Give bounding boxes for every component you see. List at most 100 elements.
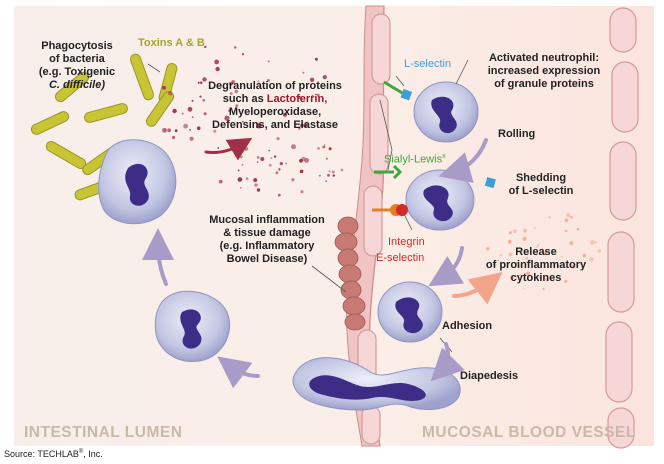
cytokine-dot — [589, 257, 594, 262]
granule-dot — [279, 162, 283, 166]
granule-dot — [325, 157, 328, 160]
e-selectin-label: E-selectin — [376, 252, 425, 264]
diapedesis-label: Diapedesis — [460, 370, 519, 382]
cytokine-dot — [570, 264, 575, 269]
granule-dot — [270, 157, 273, 160]
cytokine-dot — [513, 262, 516, 264]
granule-dot — [299, 158, 303, 163]
cytokine-dot — [560, 256, 563, 258]
cytokine-dot — [541, 248, 544, 251]
intestinal-lumen-label: INTESTINAL LUMEN — [24, 424, 183, 441]
granule-dot — [202, 77, 207, 82]
endothelial-cells — [605, 7, 639, 449]
granule-dot — [302, 71, 305, 74]
granule-dot — [256, 123, 262, 129]
integrin-label: Integrin — [388, 236, 425, 248]
granule-dot — [196, 126, 201, 130]
integrin-e-selectin-bond — [372, 204, 408, 216]
granule-dot — [275, 171, 279, 175]
granule-dot — [309, 77, 315, 83]
granule-dot — [267, 60, 270, 63]
granule-dot — [167, 90, 173, 96]
mucosal-inflammation-label: Mucosal inflammation & tissue damage (e.… — [209, 214, 325, 265]
granule-dot — [278, 168, 281, 171]
cytokine-dot — [570, 215, 573, 219]
granule-dot — [197, 81, 200, 84]
granule-dot — [291, 144, 296, 150]
granule-dot — [340, 168, 344, 172]
granule-dot — [260, 157, 265, 161]
granule-dot — [273, 155, 277, 158]
cytokine-dot — [486, 247, 490, 251]
granule-dot — [237, 169, 240, 172]
cytokine-dot — [564, 218, 569, 223]
cytokine-dot — [523, 228, 527, 233]
cytokine-dot — [525, 256, 529, 260]
granule-dot — [291, 178, 295, 182]
granule-dot — [233, 46, 237, 49]
sialyl-lewis-receptor — [374, 164, 403, 180]
granule-dot — [276, 137, 280, 141]
granule-dot — [268, 149, 271, 152]
tissue-damage-beads — [334, 216, 366, 331]
granule-dot — [277, 193, 281, 197]
toxins-label: Toxins A & B — [138, 37, 205, 49]
granule-dot — [174, 129, 178, 133]
cytokine-dot — [536, 246, 538, 248]
cytokine-dot — [548, 216, 551, 219]
granule-dot — [202, 98, 206, 102]
granule-dot — [172, 108, 177, 114]
adhesion-label: Adhesion — [442, 320, 493, 332]
granule-dot — [328, 170, 331, 173]
granule-dot — [199, 95, 202, 98]
granule-dot — [325, 180, 327, 183]
degranulation-label: Degranulation of proteins such as Lactof… — [208, 80, 342, 131]
activated-neutrophil-label: Activated neutrophil: increased expressi… — [487, 52, 601, 90]
granule-dot — [299, 169, 304, 174]
granule-dot — [181, 112, 184, 115]
rolling-label: Rolling — [498, 128, 536, 140]
granule-dot — [199, 81, 203, 84]
granule-dot — [224, 115, 230, 121]
granule-dot — [239, 155, 243, 159]
granule-dot — [235, 104, 239, 108]
resting-neutrophil-lumen — [154, 290, 231, 362]
granule-dot — [253, 178, 258, 183]
cytokine-dot — [522, 287, 525, 290]
granule-dot — [237, 177, 243, 182]
granule-dot — [267, 79, 270, 82]
granule-dot — [316, 93, 320, 97]
granule-dot — [187, 106, 193, 112]
cytokine-dots — [486, 213, 601, 290]
granule-dot — [162, 85, 166, 90]
mucosal-vessel-label: MUCOSAL BLOOD VESSEL — [422, 424, 636, 441]
granule-dot — [256, 161, 259, 164]
cytokine-dot — [576, 227, 580, 231]
cytokine-dot — [544, 278, 549, 282]
cytokine-dot — [497, 259, 500, 262]
granule-dot — [215, 66, 220, 72]
granule-dot — [204, 45, 207, 49]
granule-dot — [234, 89, 238, 94]
cytokine-dot — [564, 229, 568, 233]
granule-dot — [317, 147, 320, 150]
granule-dot — [285, 162, 288, 165]
granule-dot — [268, 163, 272, 167]
granule-dot — [191, 116, 194, 118]
granule-dot — [322, 75, 327, 80]
l-selectin-marker — [383, 80, 413, 101]
granules — [162, 45, 344, 197]
cytokine-dot — [509, 231, 512, 235]
connector-lines — [147, 59, 469, 353]
activated-neutrophil — [413, 81, 479, 143]
cytokine-dot — [566, 213, 571, 218]
granule-dot — [256, 188, 261, 192]
granule-dot — [328, 147, 332, 151]
granule-dot — [298, 127, 301, 130]
granule-dot — [257, 122, 260, 125]
granule-dot — [203, 112, 207, 116]
shed-l-selectin — [484, 177, 496, 189]
lactoferrin-text: Lactoferrin, — [266, 93, 328, 105]
granule-dot — [183, 123, 189, 129]
